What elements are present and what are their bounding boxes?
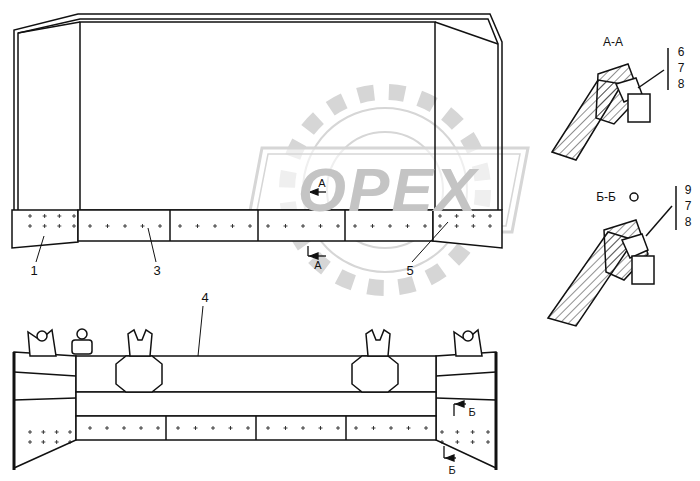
section-letter: Б: [468, 407, 475, 418]
bolt-mark: [156, 426, 160, 430]
callout-number: 8: [678, 78, 685, 90]
leader-line: [36, 222, 448, 376]
bolt-mark: [72, 214, 76, 218]
bolt-mark: [438, 224, 442, 228]
bolt-mark: [158, 224, 162, 228]
section-view: [548, 186, 676, 326]
bolt-mark: [55, 440, 59, 444]
bolt-mark: [301, 224, 305, 228]
bolt-mark: [72, 224, 76, 228]
bolt-mark: [319, 426, 323, 430]
bolt-mark: [353, 224, 357, 228]
bolt-mark: [229, 426, 233, 430]
section-view: [552, 48, 668, 160]
bolt-mark: [336, 224, 340, 228]
section-line: [444, 401, 466, 461]
bolt-mark: [123, 224, 127, 228]
bolt-mark: [55, 430, 59, 434]
bolt-mark: [455, 440, 459, 444]
bolt-mark: [389, 426, 393, 430]
bolt-mark: [88, 224, 92, 228]
section-label: A-A: [603, 36, 623, 48]
bolt-mark: [423, 224, 427, 228]
callout-number: 1: [30, 264, 37, 277]
bolt-marks: [28, 214, 492, 444]
bolt-mark: [57, 214, 61, 218]
bolt-mark: [406, 224, 410, 228]
bolt-mark: [266, 224, 270, 228]
bolt-mark: [28, 430, 32, 434]
callout-number: 8: [685, 216, 692, 228]
section-letter: Б: [448, 465, 455, 476]
bolt-mark: [486, 430, 490, 434]
bolt-mark: [213, 224, 217, 228]
bolt-mark: [178, 224, 182, 228]
bolt-mark: [28, 440, 32, 444]
callout-number: 3: [153, 264, 160, 277]
bolt-mark: [231, 224, 235, 228]
bolt-mark: [106, 224, 110, 228]
callout-number: 4: [201, 291, 208, 304]
bolt-mark: [105, 426, 109, 430]
callout-number: 6: [678, 46, 685, 58]
bolt-mark: [122, 426, 126, 430]
bolt-mark: [266, 426, 270, 430]
bolt-mark: [407, 426, 411, 430]
bolt-mark: [57, 224, 61, 228]
section-letter: A: [314, 260, 321, 271]
blade-rear-view: [12, 14, 502, 248]
bolt-mark: [354, 426, 358, 430]
bolt-mark: [336, 426, 340, 430]
callout-number: 7: [678, 62, 685, 74]
section-label: Б-Б: [596, 191, 616, 203]
bolt-mark: [43, 214, 47, 218]
bolt-mark: [440, 440, 444, 444]
bolt-mark: [371, 224, 375, 228]
bolt-mark: [372, 426, 376, 430]
bolt-mark: [455, 430, 459, 434]
bolt-mark: [248, 224, 252, 228]
bolt-mark: [440, 430, 444, 434]
bolt-mark: [68, 440, 72, 444]
bolt-mark: [471, 440, 475, 444]
bolt-mark: [43, 224, 47, 228]
callout-number: 5: [406, 264, 413, 277]
bolt-mark: [488, 214, 492, 218]
bolt-mark: [141, 224, 145, 228]
bolt-mark: [284, 224, 288, 228]
bolt-mark: [471, 224, 475, 228]
bolt-mark: [246, 426, 250, 430]
bolt-mark: [28, 224, 32, 228]
bolt-mark: [284, 426, 288, 430]
bolt-mark: [176, 426, 180, 430]
bolt-mark: [319, 224, 323, 228]
bolt-mark: [68, 430, 72, 434]
bolt-mark: [486, 440, 490, 444]
bolt-mark: [455, 224, 459, 228]
bolt-mark: [424, 426, 428, 430]
blade-front-view: [14, 329, 496, 470]
bolt-mark: [301, 426, 305, 430]
bolt-mark: [88, 426, 92, 430]
bolt-mark: [41, 430, 45, 434]
watermark-gear: [246, 92, 528, 288]
callout-number: 7: [685, 200, 692, 212]
bolt-mark: [471, 430, 475, 434]
bolt-mark: [488, 224, 492, 228]
callout-number: 9: [685, 184, 692, 196]
bolt-mark: [196, 224, 200, 228]
bolt-mark: [41, 440, 45, 444]
bolt-mark: [194, 426, 198, 430]
bolt-mark: [28, 214, 32, 218]
bolt-mark: [139, 426, 143, 430]
bolt-mark: [388, 224, 392, 228]
bolt-mark: [211, 426, 215, 430]
watermark: OPEX: [298, 159, 478, 221]
